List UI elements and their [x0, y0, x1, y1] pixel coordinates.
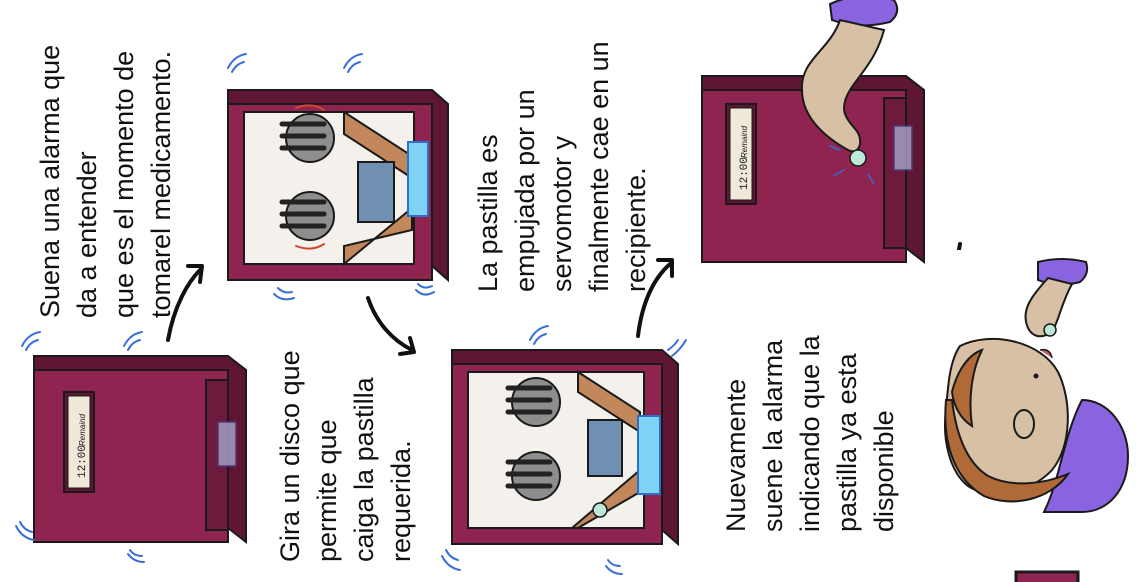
pill-cup [894, 126, 912, 170]
closed-box-illustration: 12:00 Remaind [6, 318, 256, 564]
pill [593, 503, 607, 517]
servo-mechanism-illustration [432, 320, 694, 578]
caption-step-4: Nuevamente suene la alarma indicando que… [718, 335, 903, 532]
led-light [408, 142, 428, 216]
pill [850, 150, 866, 166]
eye [1034, 374, 1039, 379]
caption-line: permite que [309, 350, 346, 562]
motor-block [358, 162, 394, 222]
caption-line: da a entender [69, 45, 106, 318]
panel-closed-box: 12:00 Remaind [6, 318, 256, 564]
panel-hand-takes-pill: 12:00 Remaind [680, 0, 950, 272]
panel-rotating-disc [212, 38, 452, 308]
caption-line: que es el momento de [106, 45, 143, 318]
pill [1044, 324, 1056, 336]
disc-mechanism-illustration [212, 38, 452, 308]
panel-person-takes-pill [932, 250, 1132, 526]
display-brand: Remaind [740, 125, 749, 158]
caption-line: disponible [866, 335, 903, 532]
display-time: 12:00 [739, 157, 751, 190]
panel-servo-push [432, 320, 694, 578]
caption-line: servomotor y [544, 41, 581, 292]
pill-cup [218, 422, 236, 466]
caption-line: indicando que la [792, 335, 829, 532]
tray-slot [884, 98, 906, 248]
led-light [638, 416, 660, 494]
display-brand: Remaind [78, 413, 87, 446]
arrow-icon [160, 256, 210, 346]
motor-block [588, 420, 622, 476]
hand-pill-illustration: 12:00 Remaind [680, 0, 950, 272]
caption-line: Suena una alarma que [32, 45, 69, 318]
partial-box-illustration [1014, 570, 1084, 582]
caption-step-1: Suena una alarma que da a entender que e… [32, 45, 180, 318]
caption-step-2: Gira un disco que permite que caiga la p… [272, 350, 420, 562]
arrow-icon [362, 292, 422, 362]
caption-line: finalmente cae en un [581, 41, 618, 292]
caption-step-3: La pastilla es empujada por un servomoto… [470, 41, 655, 292]
ear [1014, 410, 1034, 438]
caption-line: La pastilla es [470, 41, 507, 292]
caption-line: Nuevamente [718, 335, 755, 532]
caption-line: requerida. [383, 350, 420, 562]
caption-line: Gira un disco que [272, 350, 309, 562]
arrow-icon [632, 252, 682, 342]
display-time: 12:00 [77, 445, 89, 478]
caption-line: caiga la pastilla [346, 350, 383, 562]
caption-line: empujada por un [507, 41, 544, 292]
caption-line: suene la alarma [755, 335, 792, 532]
caption-line: pastilla ya esta [829, 335, 866, 532]
person-illustration [932, 250, 1132, 526]
